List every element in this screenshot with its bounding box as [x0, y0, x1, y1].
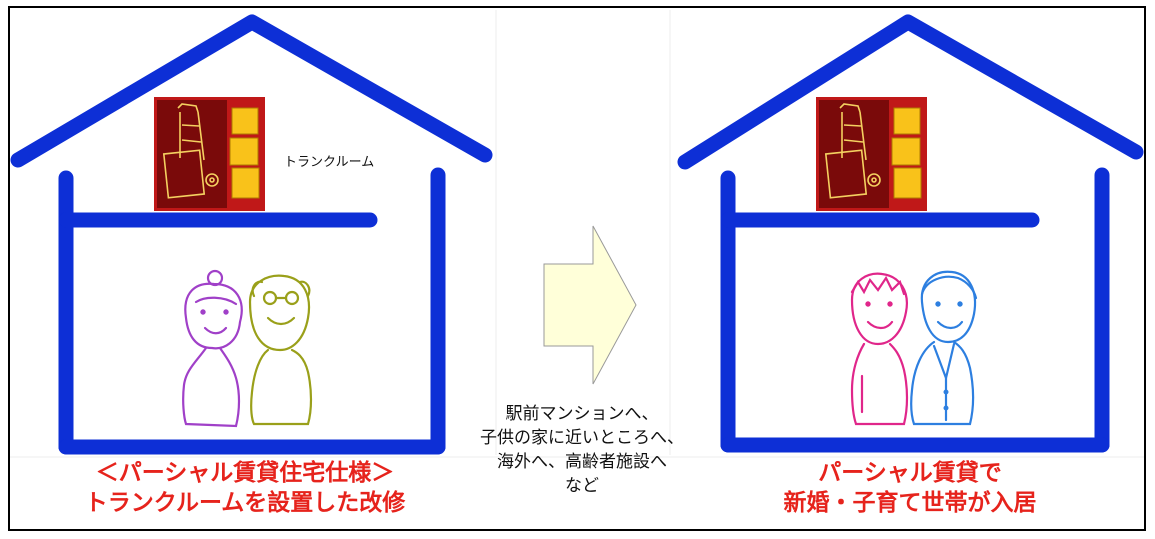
right-house-roof [677, 14, 1144, 170]
left-caption-line2: トランクルームを設置した改修 [84, 490, 406, 516]
trunk-room-label: トランクルーム [284, 155, 375, 170]
right-trunk-room-icon [816, 97, 927, 211]
young-man-figure [910, 270, 978, 426]
young-woman-figure [850, 272, 909, 426]
right-arrow-icon [543, 225, 637, 385]
diagram-frame [8, 6, 1146, 531]
elder-woman-figure [182, 269, 243, 428]
elder-man-figure [248, 274, 313, 426]
right-caption-line1: パーシャル賃貸で [818, 460, 1002, 486]
relocation-line: 駅前マンションへ、 [505, 404, 659, 424]
left-house-roof [10, 14, 493, 168]
left-caption-line1: ＜パーシャル賃貸住宅仕様＞ [95, 460, 395, 486]
left-house [10, 14, 493, 455]
left-trunk-room-icon [154, 97, 265, 211]
right-caption: パーシャル賃貸で 新婚・子育て世帯が入居 [705, 458, 1115, 518]
left-caption: ＜パーシャル賃貸住宅仕様＞ トランクルームを設置した改修 [40, 458, 450, 518]
relocation-line: など [565, 476, 599, 496]
relocation-options-text: 駅前マンションへ、 子供の家に近いところへ、 海外へ、高齢者施設へ など [452, 402, 712, 498]
relocation-line: 子供の家に近いところへ、 [480, 428, 684, 448]
right-house [677, 14, 1144, 453]
right-caption-line2: 新婚・子育て世帯が入居 [783, 490, 1037, 516]
relocation-line: 海外へ、高齢者施設へ [497, 452, 667, 472]
